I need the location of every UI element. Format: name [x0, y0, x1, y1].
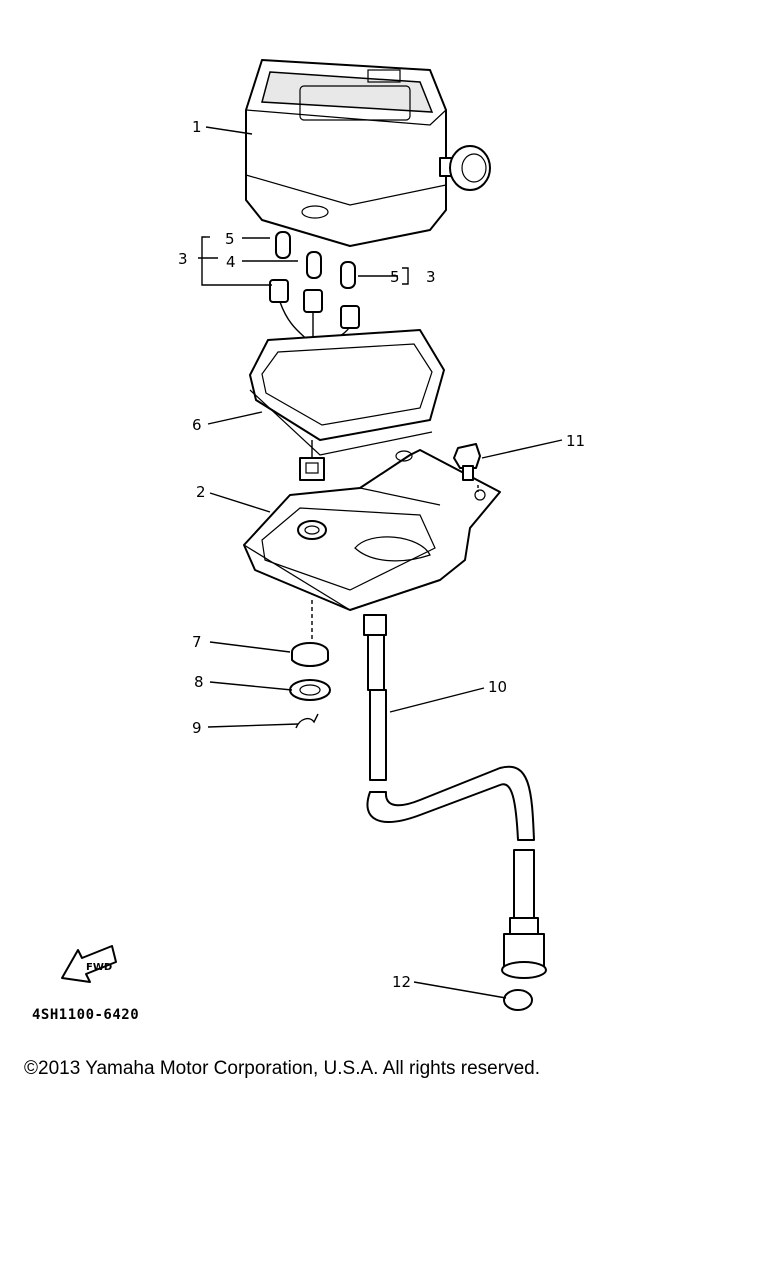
- meter-bracket: [243, 449, 501, 611]
- callout-4: 4: [226, 253, 236, 271]
- callout-5a: 5: [225, 230, 235, 248]
- meter-gasket: [249, 329, 445, 481]
- callout-12: 12: [392, 973, 411, 991]
- meter-housing: [245, 59, 491, 247]
- exploded-parts-diagram: FWD 4SH1100-6420 1 5 3 4 5 3 6 2 7 8 9 1…: [32, 59, 585, 1023]
- callouts: 1 5 3 4 5 3 6 2 7 8 9 10 11 12: [178, 118, 585, 991]
- seal: [503, 989, 533, 1011]
- callout-5b: 5: [390, 268, 400, 286]
- speedometer-cable: [363, 614, 547, 979]
- callout-8: 8: [194, 673, 204, 691]
- callout-3a: 3: [178, 250, 188, 268]
- callout-11: 11: [566, 432, 585, 450]
- fwd-arrow-icon: FWD: [61, 945, 117, 983]
- part-code: 4SH1100-6420: [32, 1007, 139, 1023]
- callout-2: 2: [196, 483, 206, 501]
- fwd-label: FWD: [86, 962, 112, 973]
- grommet-washer-clip: [289, 600, 331, 729]
- callout-9: 9: [192, 719, 202, 737]
- callout-6: 6: [192, 416, 202, 434]
- bolt: [453, 443, 481, 492]
- leader-lines: [198, 126, 563, 999]
- callout-1: 1: [192, 118, 202, 136]
- callout-10: 10: [488, 678, 507, 696]
- callout-3b: 3: [426, 268, 436, 286]
- callout-7: 7: [192, 633, 202, 651]
- copyright-notice: ©2013 Yamaha Motor Corporation, U.S.A. A…: [24, 1058, 540, 1079]
